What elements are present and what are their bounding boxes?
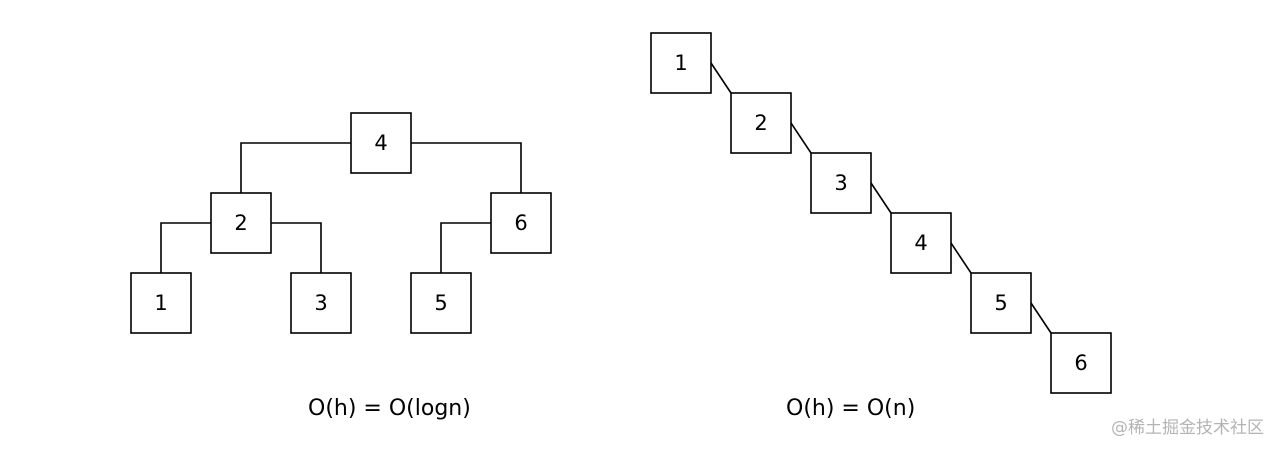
node-box <box>730 92 792 154</box>
skewed-tree-node-4: 4 <box>890 212 952 274</box>
skewed-tree-edge-3-4 <box>870 182 892 214</box>
skewed-tree-node-1: 1 <box>650 32 712 94</box>
skewed-tree-edge-5-6 <box>1030 302 1052 334</box>
balanced-tree-edge-6-5 <box>440 222 491 273</box>
node-box <box>290 272 352 334</box>
balanced-tree-edge-2-3 <box>271 222 322 273</box>
node-box <box>810 152 872 214</box>
node-label: 5 <box>994 291 1007 315</box>
node-box <box>350 112 412 174</box>
node-label: 6 <box>1074 351 1087 375</box>
skewed-tree-node-6: 6 <box>1050 332 1112 394</box>
node-label: 6 <box>514 211 527 235</box>
node-box <box>490 192 552 254</box>
node-label: 2 <box>754 111 767 135</box>
balanced-tree-node-5: 5 <box>410 272 472 334</box>
node-box <box>130 272 192 334</box>
skewed-tree-node-5: 5 <box>970 272 1032 334</box>
edges-layer <box>160 62 1052 334</box>
skewed-tree-node-3: 3 <box>810 152 872 214</box>
node-box <box>890 212 952 274</box>
balanced-tree-caption: O(h) = O(logn) <box>308 396 471 421</box>
balanced-tree-node-3: 3 <box>290 272 352 334</box>
node-box <box>1050 332 1112 394</box>
skewed-tree-edge-2-3 <box>790 122 812 154</box>
nodes-layer: 4 2 6 1 3 5 1 2 3 4 5 6 <box>130 32 1112 394</box>
balanced-tree-edge-4-2 <box>240 142 351 193</box>
skewed-tree-edge-1-2 <box>710 62 732 94</box>
balanced-tree-edge-4-6 <box>411 142 522 193</box>
node-label: 5 <box>434 291 447 315</box>
node-label: 1 <box>674 51 687 75</box>
node-box <box>210 192 272 254</box>
node-label: 4 <box>374 131 387 155</box>
watermark: @稀土掘金技术社区 <box>1111 418 1264 438</box>
skewed-tree-edge-4-5 <box>950 242 972 274</box>
node-box <box>410 272 472 334</box>
node-label: 4 <box>914 231 927 255</box>
balanced-tree-node-4: 4 <box>350 112 412 174</box>
balanced-tree-edge-2-1 <box>160 222 211 273</box>
node-label: 3 <box>314 291 327 315</box>
balanced-tree-node-1: 1 <box>130 272 192 334</box>
node-label: 2 <box>234 211 247 235</box>
node-box <box>970 272 1032 334</box>
skewed-tree-caption: O(h) = O(n) <box>786 396 916 421</box>
skewed-tree-node-2: 2 <box>730 92 792 154</box>
balanced-tree-node-2: 2 <box>210 192 272 254</box>
node-label: 3 <box>834 171 847 195</box>
node-box <box>650 32 712 94</box>
node-label: 1 <box>154 291 167 315</box>
balanced-tree-node-6: 6 <box>490 192 552 254</box>
